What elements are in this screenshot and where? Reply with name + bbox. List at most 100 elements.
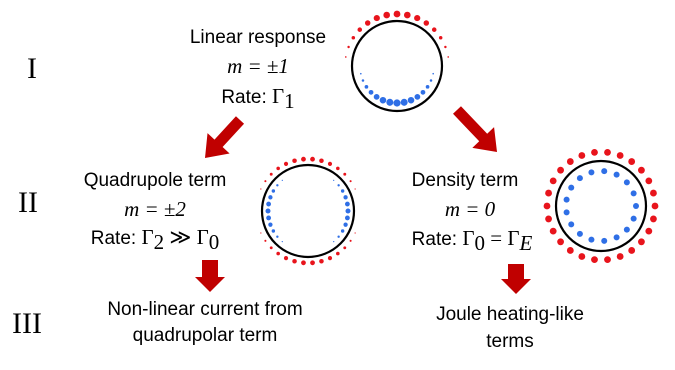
blue-dot [360, 72, 362, 75]
blue-dot [281, 179, 283, 181]
level-label-i: I [27, 52, 37, 85]
blue-dot [266, 215, 272, 221]
density-term-title: Density term [411, 170, 519, 191]
red-dot [628, 247, 636, 254]
red-dot [638, 238, 645, 246]
blue-dot [613, 234, 620, 241]
red-dot [301, 260, 306, 266]
quadrupole-term-mode: m = ±2 [124, 197, 186, 221]
red-dot [276, 166, 280, 171]
blue-dot [268, 222, 273, 227]
blue-dot [393, 99, 401, 107]
blue-dot [340, 189, 345, 193]
red-dot [264, 180, 267, 183]
red-dot [343, 246, 347, 250]
red-dot [650, 189, 657, 197]
blue-dot [281, 241, 283, 243]
blue-dot [266, 201, 272, 207]
blue-dot [623, 179, 630, 186]
outcome-right-line2: terms [486, 331, 534, 352]
red-dot [269, 172, 273, 176]
red-dot [336, 251, 340, 256]
quadrupole-term-rate: Rate: Γ2 ≫ Γ0 [90, 225, 220, 254]
arrow-icon [205, 116, 245, 158]
arrow-icon [501, 264, 531, 294]
red-dot [283, 256, 289, 261]
density-term-mode: m = 0 [444, 197, 496, 221]
red-dot [344, 56, 347, 58]
blue-dot [429, 79, 433, 82]
blue-dot [373, 93, 380, 100]
level-label-iii: III [12, 307, 42, 340]
blue-dot [268, 195, 273, 200]
quadrupole-term-title: Quadrupole term [83, 170, 227, 191]
red-dot [645, 227, 653, 235]
red-dot [578, 253, 586, 260]
blue-dot [337, 235, 340, 238]
arrow-icon [453, 106, 497, 152]
red-dot [354, 188, 356, 190]
red-dot [383, 11, 391, 19]
blue-dot [425, 85, 430, 89]
blue-dot [563, 209, 570, 216]
blue-dot [601, 168, 608, 175]
blue-dot [344, 201, 350, 207]
blue-dot [576, 175, 583, 182]
blue-dot [588, 236, 595, 243]
blue-dot [630, 215, 637, 222]
blue-dot [407, 96, 415, 104]
outcome-left-line1: Non-linear current from [107, 299, 303, 320]
red-dot [545, 189, 552, 197]
blue-dot [361, 79, 365, 82]
blue-dot [400, 98, 408, 106]
red-dot [645, 177, 653, 185]
blue-dot [340, 229, 345, 233]
red-dot [438, 36, 443, 40]
blue-dot [337, 184, 340, 187]
red-dot [301, 156, 306, 162]
red-dot [260, 232, 262, 234]
red-dot [557, 238, 564, 246]
red-dot [549, 227, 557, 235]
red-dot [264, 239, 267, 242]
red-dot [319, 258, 324, 264]
ring-quadrupole [260, 163, 356, 259]
blue-dot [276, 235, 279, 238]
red-dot [566, 247, 574, 254]
outcome-left-line2: quadrupolar term [132, 325, 278, 346]
blue-dot [633, 203, 639, 209]
blue-dot [601, 237, 608, 244]
linear-response-rate: Rate: Γ1 [221, 84, 295, 113]
red-dot [591, 148, 598, 156]
red-dot [651, 202, 659, 210]
blue-dot [271, 229, 276, 233]
blue-dot [588, 169, 595, 176]
blue-dot [414, 93, 421, 100]
blue-dot [344, 215, 350, 221]
red-dot [393, 10, 401, 18]
blue-dot [364, 85, 369, 89]
red-dot [549, 177, 557, 185]
red-dot [260, 188, 262, 190]
red-dot [628, 158, 636, 165]
red-dot [327, 161, 333, 166]
red-dot [310, 156, 315, 162]
blue-dot [568, 184, 575, 191]
blue-dot [368, 89, 374, 95]
red-dot [543, 202, 551, 210]
red-dot [373, 14, 380, 22]
red-dot [319, 158, 324, 164]
linear-response-title: Linear response [189, 27, 327, 48]
blue-dot [630, 190, 637, 197]
red-dot [269, 246, 273, 250]
red-dot [364, 20, 371, 26]
red-dot [310, 260, 315, 266]
blue-dot [563, 196, 570, 203]
red-dot [566, 158, 574, 165]
red-dot [616, 253, 624, 260]
blue-dot [345, 208, 351, 214]
red-dot [578, 152, 586, 159]
red-dot [650, 215, 657, 223]
